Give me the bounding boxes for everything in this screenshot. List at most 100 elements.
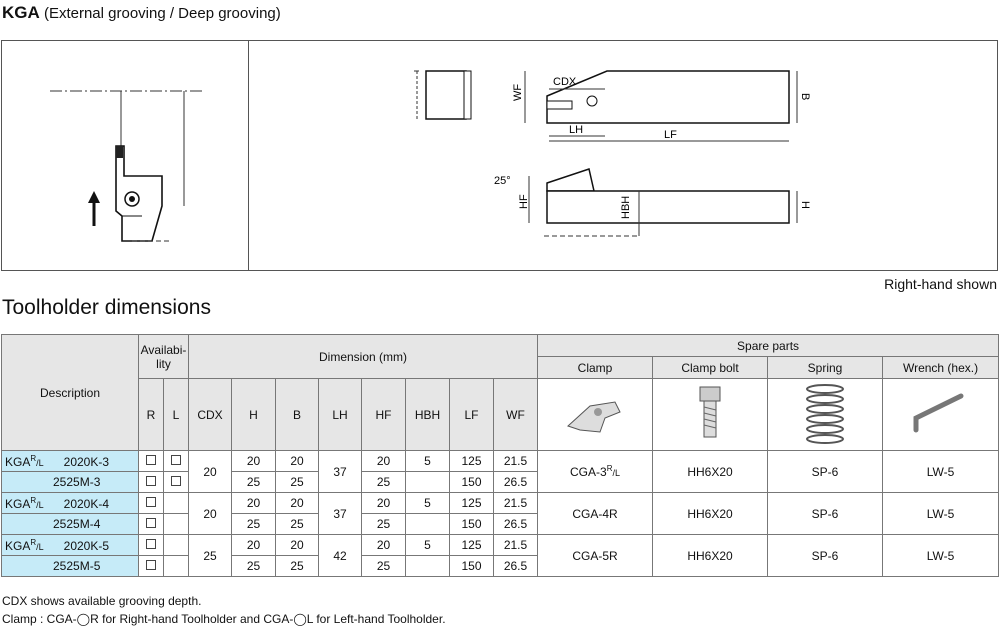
prefix-sup: R	[30, 495, 37, 505]
note-cdx: CDX shows available grooving depth.	[2, 594, 202, 608]
model-code: 2525M-5	[53, 559, 101, 573]
lh-cell: 37	[318, 450, 362, 493]
clamp-image	[537, 378, 654, 451]
wf-cell: 21.5	[492, 450, 539, 472]
availability-l	[163, 450, 189, 472]
hf-cell: 25	[361, 513, 406, 535]
hf-cell: 25	[361, 471, 406, 493]
dimension-drawing: CDX WF LH LF B 25° HF HBH H	[414, 70, 811, 237]
spring-cell: SP-6	[767, 492, 884, 535]
availability-r	[138, 513, 164, 535]
prefix-sup: R	[30, 537, 37, 547]
header-spare-parts: Spare parts	[537, 334, 1000, 357]
spring-cell: SP-6	[767, 450, 884, 493]
hbh-cell	[405, 555, 450, 577]
wrench-part-icon	[913, 393, 964, 433]
clamp-cell: CGA-3R/L	[537, 450, 654, 493]
right-hand-note: Right-hand shown	[884, 276, 997, 292]
b-cell: 20	[275, 492, 319, 514]
availability-l	[163, 513, 189, 535]
checkbox-icon	[146, 560, 156, 570]
header-h: H	[231, 378, 276, 451]
h-cell: 25	[231, 513, 276, 535]
spring-image	[767, 378, 884, 451]
label-b: B	[799, 93, 811, 100]
lf-cell: 150	[449, 555, 494, 577]
header-wf: WF	[492, 378, 539, 451]
wrench-cell: LW-5	[882, 450, 1000, 493]
header-wrench: Wrench (hex.)	[882, 356, 1000, 379]
availability-r	[138, 555, 164, 577]
hf-cell: 20	[361, 450, 406, 472]
clamp-cell: CGA-5R	[537, 534, 654, 577]
lf-cell: 125	[449, 492, 494, 514]
checkbox-icon	[146, 455, 156, 465]
model-code: 2020K-5	[63, 538, 110, 553]
bolt-cell: HH6X20	[652, 492, 769, 535]
clamp-sub: /L	[612, 468, 620, 478]
availability-l	[163, 492, 189, 514]
diagram-divider	[248, 41, 249, 270]
description-cell: KGAR/L 2020K-5	[1, 534, 139, 556]
header-cdx: CDX	[188, 378, 232, 451]
header-l: L	[163, 378, 189, 451]
h-cell: 20	[231, 534, 276, 556]
checkbox-icon	[171, 476, 181, 486]
note-clamp: Clamp : CGA-◯R for Right-hand Toolholder…	[2, 612, 446, 626]
bolt-part-icon	[699, 386, 721, 438]
dimensions-table: Description Availabi-lity Dimension (mm)…	[1, 334, 1000, 577]
label-cdx: CDX	[553, 76, 577, 88]
availability-r	[138, 492, 164, 514]
description-cell: 2525M-3	[1, 471, 139, 493]
hbh-cell	[405, 513, 450, 535]
clamp-sup: R	[606, 464, 613, 473]
header-hf: HF	[361, 378, 406, 451]
label-lh: LH	[569, 124, 583, 136]
header-availability: Availabi-lity	[138, 334, 189, 379]
header-clamp-bolt: Clamp bolt	[652, 356, 769, 379]
hf-cell: 25	[361, 555, 406, 577]
prefix-sub: /L	[36, 541, 44, 552]
h-cell: 25	[231, 555, 276, 577]
availability-l	[163, 555, 189, 577]
model-code: 2525M-3	[53, 475, 101, 489]
hf-cell: 20	[361, 492, 406, 514]
header-spring: Spring	[767, 356, 884, 379]
product-subtitle: (External grooving / Deep grooving)	[43, 5, 281, 22]
hbh-cell	[405, 471, 450, 493]
header-r: R	[138, 378, 164, 451]
description-cell: 2525M-4	[1, 513, 139, 535]
model-code: 2525M-4	[53, 517, 101, 531]
clamp-part-icon	[567, 401, 621, 433]
cdx-cell: 20	[188, 492, 232, 535]
prefix-sup: R	[30, 453, 37, 463]
header-hbh: HBH	[405, 378, 450, 451]
spring-cell: SP-6	[767, 534, 884, 577]
section-title: Toolholder dimensions	[2, 296, 211, 319]
product-code: KGA	[2, 3, 40, 22]
application-diagram	[50, 90, 202, 242]
clamp-code: CGA-5R	[572, 548, 618, 563]
clamp-cell: CGA-4R	[537, 492, 654, 535]
bolt-cell: HH6X20	[652, 534, 769, 577]
wf-cell: 26.5	[492, 555, 539, 577]
b-cell: 25	[275, 555, 319, 577]
model-prefix: KGA	[5, 538, 31, 553]
bolt-image	[652, 378, 769, 451]
label-hf: HF	[518, 194, 530, 209]
clamp-code: CGA-4R	[572, 506, 618, 521]
availability-r	[138, 534, 164, 556]
header-dimension: Dimension (mm)	[187, 334, 539, 379]
hbh-cell: 5	[405, 492, 450, 514]
checkbox-icon	[171, 455, 181, 465]
b-cell: 20	[275, 534, 319, 556]
lf-cell: 125	[449, 450, 494, 472]
prefix-sub: /L	[36, 499, 44, 510]
wrench-cell: LW-5	[882, 492, 1000, 535]
prefix-sub: /L	[36, 457, 44, 468]
